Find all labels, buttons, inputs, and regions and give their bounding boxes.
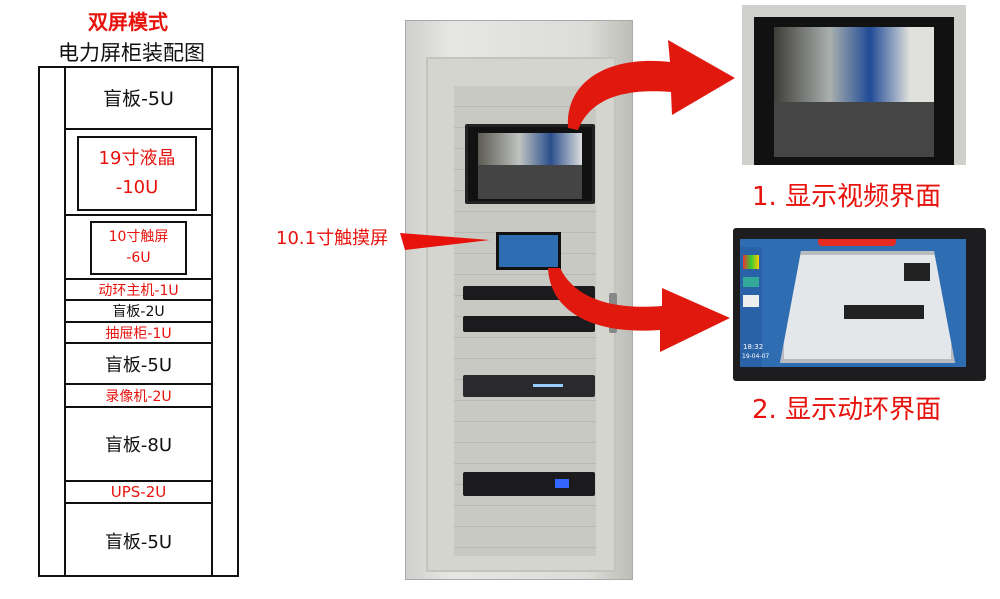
row-blank-5u-3: 盲板-5U [65,504,212,577]
video-feed [774,27,934,102]
screen-sidebar [740,247,762,367]
row-19in-lcd [65,130,212,216]
row-label: 抽屉柜-1U [105,325,172,342]
lcd-19in-box: 19寸液晶 -10U [77,136,197,211]
screen-title-bar [818,239,896,246]
video-dark-area [774,102,934,157]
row-blank-5u: 盲板-5U [65,66,212,130]
mode-title: 双屏模式 [88,10,168,34]
row-recorder: 录像机-2U [65,385,212,408]
row-label: 盲板-5U [104,531,173,553]
monitor-bezel [754,17,954,165]
env-touch-screen: 18:32 19-04-07 [733,228,986,381]
ups-unit [463,472,595,496]
env-screen-display: 18:32 19-04-07 [740,239,966,367]
row-label: 盲板-5U [104,354,173,376]
room-floorplan [780,251,955,363]
row-10in-touch [65,216,212,280]
row-label: 盲板-8U [104,435,173,456]
screen-date: 19-04-07 [742,353,770,360]
row-label: 动环主机-1U [98,282,179,299]
screen-time: 18:32 [743,343,764,351]
touch-screen-photo [496,232,561,270]
arrow-to-video-view-icon [567,40,735,130]
row-blank-8u: 盲板-8U [65,408,212,482]
video-feed [478,133,582,165]
arrow-to-env-view-icon [548,268,730,352]
video-view-label: 1. 显示视频界面 [752,182,942,212]
touch-screen-callout: 10.1寸触摸屏 [276,228,389,249]
video-dark-area [478,165,582,199]
video-monitor-photo [742,5,966,165]
row-label: 盲板-2U [112,304,165,320]
arrow-to-video-icon [400,233,490,250]
row-blank-5u-2: 盲板-5U [65,344,212,385]
video-recorder [463,375,595,397]
env-view-label: 2. 显示动环界面 [752,395,942,425]
row-label: 盲板-5U [103,87,174,110]
row-env-host: 动环主机-1U [65,280,212,301]
row-blank-2u: 盲板-2U [65,301,212,323]
row-label: 录像机-2U [105,388,172,405]
lcd-monitor [465,124,595,204]
diagram-subtitle: 电力屏柜装配图 [58,41,205,65]
row-label: UPS-2U [110,483,167,501]
row-drawer: 抽屉柜-1U [65,323,212,344]
touch-10in-box: 10寸触屏 -6U [90,221,187,275]
row-ups: UPS-2U [65,482,212,504]
drawer-unit [463,316,595,332]
cabinet-outline [38,66,239,577]
